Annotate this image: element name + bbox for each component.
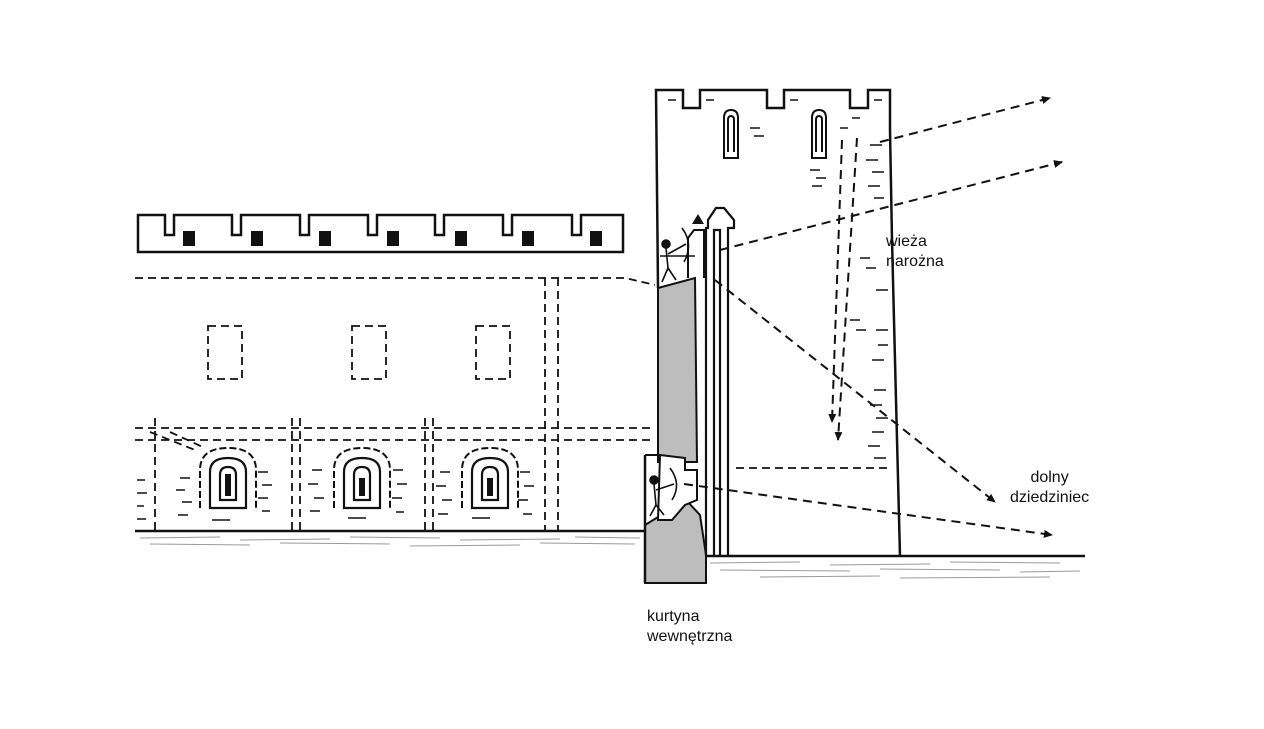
label-inner-curtain: kurtyna wewnętrzna (647, 607, 732, 647)
hidden-lines (135, 277, 656, 530)
arrow-machicolation-a (834, 137, 858, 441)
curtain-wall-section (643, 276, 707, 584)
ground-hatching (139, 536, 1081, 579)
arrow-machicolation-b (828, 139, 843, 423)
arched-window-2 (333, 446, 391, 510)
arched-windows (199, 446, 519, 510)
label-corner-tower: wieża narożna (886, 232, 944, 272)
label-lower-courtyard-line2: dziedziniec (1010, 489, 1090, 506)
arched-window-1 (199, 446, 257, 510)
loopholes (183, 231, 602, 246)
masonry-marks (137, 469, 534, 521)
label-lower-courtyard: dolny dziedziniec (1010, 468, 1089, 508)
arrow-upper-right (879, 96, 1051, 143)
label-inner-curtain-line2: wewnętrzna (647, 628, 733, 645)
archer-figures (649, 227, 695, 517)
arrow-lower-right (683, 483, 1053, 538)
label-inner-curtain-line1: kurtyna (647, 608, 700, 625)
label-corner-tower-line2: narożna (886, 253, 944, 270)
firing-lines (683, 96, 1063, 538)
label-corner-tower-line1: wieża (886, 233, 927, 250)
arched-window-3 (461, 446, 519, 510)
tower-windows (723, 108, 827, 159)
tower-shaft (687, 206, 736, 556)
ground (135, 529, 1085, 558)
label-lower-courtyard-line1: dolny (1030, 469, 1069, 486)
archer-lower (649, 467, 678, 517)
tower-masonry-marks (668, 99, 888, 459)
crenellated-parapet (136, 213, 625, 254)
